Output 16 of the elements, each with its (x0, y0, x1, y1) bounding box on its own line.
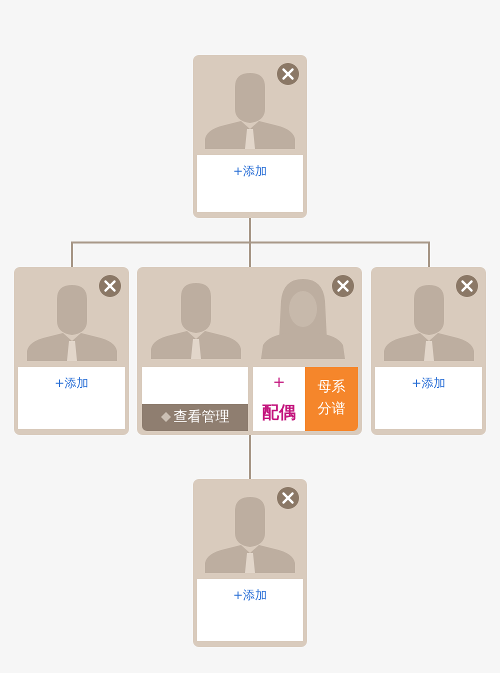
view-button: 查看管理 (142, 404, 248, 431)
add-link: +添加 (232, 163, 268, 180)
add-link: +添加 (53, 375, 90, 392)
person-card (371, 267, 486, 435)
spouse-label: 配偶 (261, 402, 297, 424)
person-card (193, 55, 307, 218)
connector-line (249, 218, 430, 267)
add-link: +添加 (410, 375, 447, 392)
add-link: +添加 (232, 587, 268, 604)
person-card (14, 267, 129, 435)
person-card (193, 479, 307, 647)
couple-card (137, 267, 362, 435)
connector-line (249, 435, 251, 479)
spouse-panel (253, 367, 305, 431)
matrilineal-button: 母系分谱 (305, 367, 358, 431)
plus-sign: + (272, 373, 286, 391)
